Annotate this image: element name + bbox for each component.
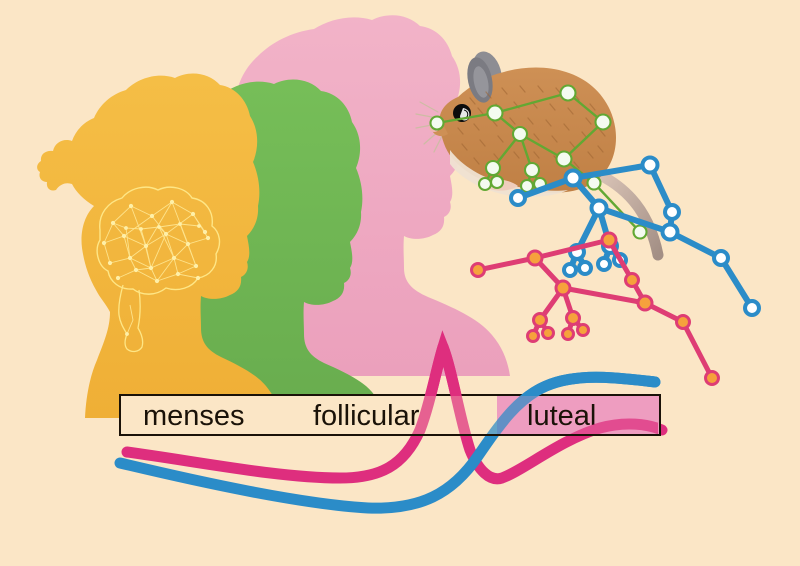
brain-network-overlay	[96, 186, 221, 353]
pink-skeleton-tracking	[470, 231, 720, 386]
green-skeleton-on-mouse	[429, 84, 648, 240]
orange-head-silhouette	[37, 73, 281, 418]
mouse-ear-front	[467, 57, 493, 103]
mouse-tail	[594, 169, 664, 261]
phase-label-menses[interactable]: menses	[143, 400, 245, 432]
estrogen-peak-segment	[424, 330, 462, 396]
phase-bar-outline	[119, 394, 661, 436]
phase-label-luteal[interactable]: luteal	[527, 400, 596, 432]
progesterone-rise-segment	[519, 371, 661, 396]
blue-skeleton-tracking	[509, 155, 761, 317]
phase-label-follicular[interactable]: follicular	[313, 400, 420, 432]
